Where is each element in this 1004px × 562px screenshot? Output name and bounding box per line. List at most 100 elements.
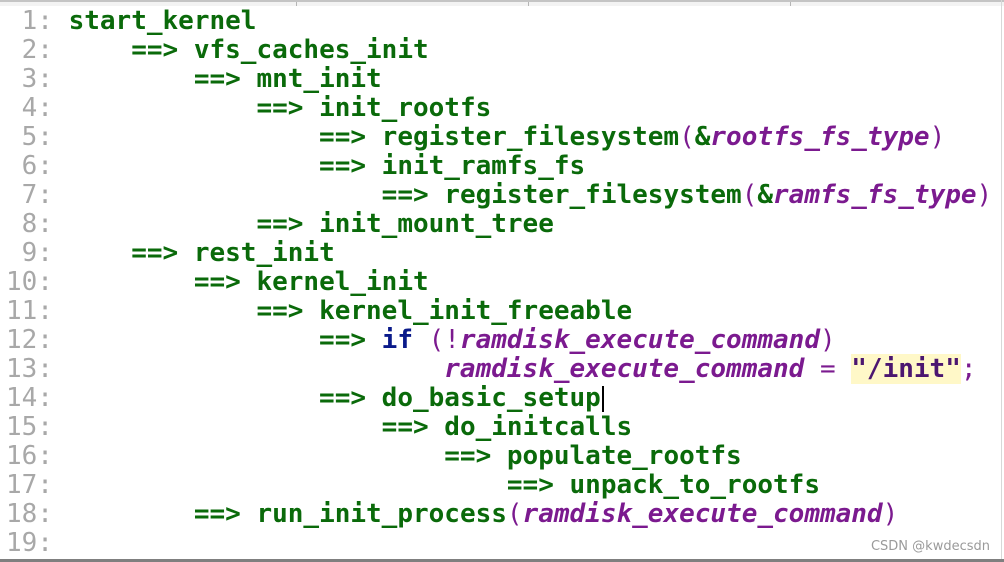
- address-of-operator: &: [694, 122, 711, 152]
- tab-divider: [296, 2, 297, 6]
- function-name: start_kernel: [68, 7, 257, 36]
- code-line[interactable]: 7: ==> register_filesystem(&ramfs_fs_typ…: [0, 181, 1004, 210]
- function-name: kernel_init: [256, 267, 429, 297]
- address-of-operator: &: [757, 180, 774, 210]
- line-code[interactable]: ==> populate_rootfs: [69, 441, 742, 471]
- call-arrow: ==>: [381, 180, 445, 210]
- indent-whitespace: [69, 412, 382, 442]
- code-line[interactable]: 2: ==> vfs_caches_init: [0, 36, 1004, 65]
- parameter-name: ramdisk_execute_command: [444, 354, 805, 384]
- call-arrow: ==>: [193, 267, 257, 297]
- call-arrow: ==>: [319, 151, 382, 181]
- code-line[interactable]: 11: ==> kernel_init_freeable: [0, 297, 1004, 326]
- line-code[interactable]: ramdisk_execute_command = "/init";: [69, 354, 977, 384]
- line-number: 16:: [6, 441, 53, 471]
- line-code[interactable]: ==> unpack_to_rootfs: [69, 470, 820, 500]
- indent-whitespace: [69, 209, 257, 239]
- code-line[interactable]: 12: ==> if (!ramdisk_execute_command): [0, 326, 1004, 355]
- line-code[interactable]: ==> init_rootfs: [69, 93, 491, 123]
- line-number: 1:: [21, 7, 53, 36]
- code-line[interactable]: 19:: [0, 529, 1004, 558]
- line-code[interactable]: ==> init_ramfs_fs: [69, 151, 585, 181]
- function-name: vfs_caches_init: [193, 35, 429, 65]
- line-number: 5:: [21, 122, 53, 152]
- indent-whitespace: [69, 470, 507, 500]
- line-code[interactable]: ==> run_init_process(ramdisk_execute_com…: [69, 499, 898, 529]
- code-line[interactable]: 18: ==> run_init_process(ramdisk_execute…: [0, 500, 1004, 529]
- line-number: 18:: [6, 499, 53, 529]
- function-name: do_basic_setup: [381, 383, 601, 413]
- indent-whitespace: [69, 35, 132, 65]
- editor-right-border: [1001, 0, 1002, 559]
- keyword: if: [381, 325, 413, 355]
- line-code[interactable]: ==> kernel_init: [69, 267, 429, 297]
- code-line[interactable]: 3: ==> mnt_init: [0, 65, 1004, 94]
- code-line[interactable]: 14: ==> do_basic_setup: [0, 384, 1004, 413]
- code-line[interactable]: 10: ==> kernel_init: [0, 268, 1004, 297]
- line-number: 15:: [6, 412, 53, 442]
- function-name: init_mount_tree: [319, 209, 554, 239]
- line-number: 12:: [6, 325, 53, 355]
- line-code[interactable]: ==> do_basic_setup: [69, 383, 604, 413]
- line-number: 10:: [6, 267, 53, 297]
- tab-divider: [790, 2, 791, 6]
- line-code[interactable]: start_kernel: [69, 7, 257, 36]
- string-literal: "/init": [851, 354, 961, 384]
- line-code[interactable]: ==> mnt_init: [69, 64, 382, 94]
- indent-whitespace: [69, 354, 445, 384]
- code-line[interactable]: 13: ramdisk_execute_command = "/init";: [0, 354, 1004, 384]
- indent-whitespace: [69, 238, 132, 268]
- call-arrow: ==>: [193, 499, 257, 529]
- call-arrow: ==>: [319, 122, 382, 152]
- parameter-name: ramdisk_execute_command: [459, 325, 820, 355]
- call-arrow: ==>: [256, 209, 320, 239]
- parameter-name: ramdisk_execute_command: [522, 499, 883, 529]
- code-line[interactable]: 6: ==> init_ramfs_fs: [0, 152, 1004, 181]
- call-arrow: ==>: [506, 470, 570, 500]
- punctuation: (: [741, 180, 758, 210]
- tab-strip: [0, 0, 1004, 6]
- line-number: 14:: [6, 383, 53, 413]
- line-number: 2:: [21, 35, 53, 65]
- call-arrow: ==>: [381, 412, 445, 442]
- line-number: 3:: [21, 64, 53, 94]
- call-arrow: ==>: [319, 325, 382, 355]
- line-code[interactable]: ==> register_filesystem(&ramfs_fs_type): [69, 180, 993, 210]
- code-line[interactable]: 9: ==> rest_init: [0, 239, 1004, 268]
- function-name: do_initcalls: [444, 412, 633, 442]
- code-line[interactable]: 17: ==> unpack_to_rootfs: [0, 471, 1004, 500]
- code-line[interactable]: 8: ==> init_mount_tree: [0, 210, 1004, 239]
- line-code[interactable]: ==> if (!ramdisk_execute_command): [69, 325, 836, 355]
- line-code[interactable]: ==> register_filesystem(&rootfs_fs_type): [69, 122, 946, 152]
- line-code[interactable]: ==> kernel_init_freeable: [69, 296, 633, 326]
- function-name: register_filesystem: [444, 180, 742, 210]
- line-code[interactable]: ==> vfs_caches_init: [69, 35, 429, 65]
- function-name: unpack_to_rootfs: [569, 470, 820, 500]
- indent-whitespace: [69, 441, 445, 471]
- code-line[interactable]: 16: ==> populate_rootfs: [0, 442, 1004, 471]
- indent-whitespace: [69, 93, 257, 123]
- code-line[interactable]: 4: ==> init_rootfs: [0, 94, 1004, 123]
- function-name: register_filesystem: [381, 122, 680, 152]
- line-code[interactable]: ==> rest_init: [69, 238, 335, 268]
- indent-whitespace: [69, 267, 194, 297]
- line-number: 9:: [21, 238, 53, 268]
- line-code[interactable]: ==> init_mount_tree: [69, 209, 554, 239]
- indent-whitespace: [69, 499, 194, 529]
- function-name: kernel_init_freeable: [319, 296, 633, 326]
- function-name: run_init_process: [256, 499, 507, 529]
- code-line[interactable]: 5: ==> register_filesystem(&rootfs_fs_ty…: [0, 123, 1004, 152]
- punctuation: ;: [960, 354, 977, 384]
- code-line[interactable]: 15: ==> do_initcalls: [0, 413, 1004, 442]
- parameter-name: rootfs_fs_type: [710, 122, 930, 152]
- line-number: 11:: [6, 296, 53, 326]
- line-code[interactable]: ==> do_initcalls: [69, 412, 633, 442]
- function-name: populate_rootfs: [506, 441, 742, 471]
- indent-whitespace: [69, 122, 319, 152]
- indent-whitespace: [69, 383, 319, 413]
- function-name: rest_init: [193, 238, 335, 268]
- code-line[interactable]: 1: start_kernel: [0, 7, 1004, 36]
- whitespace: [413, 325, 429, 355]
- punctuation: ): [929, 122, 946, 152]
